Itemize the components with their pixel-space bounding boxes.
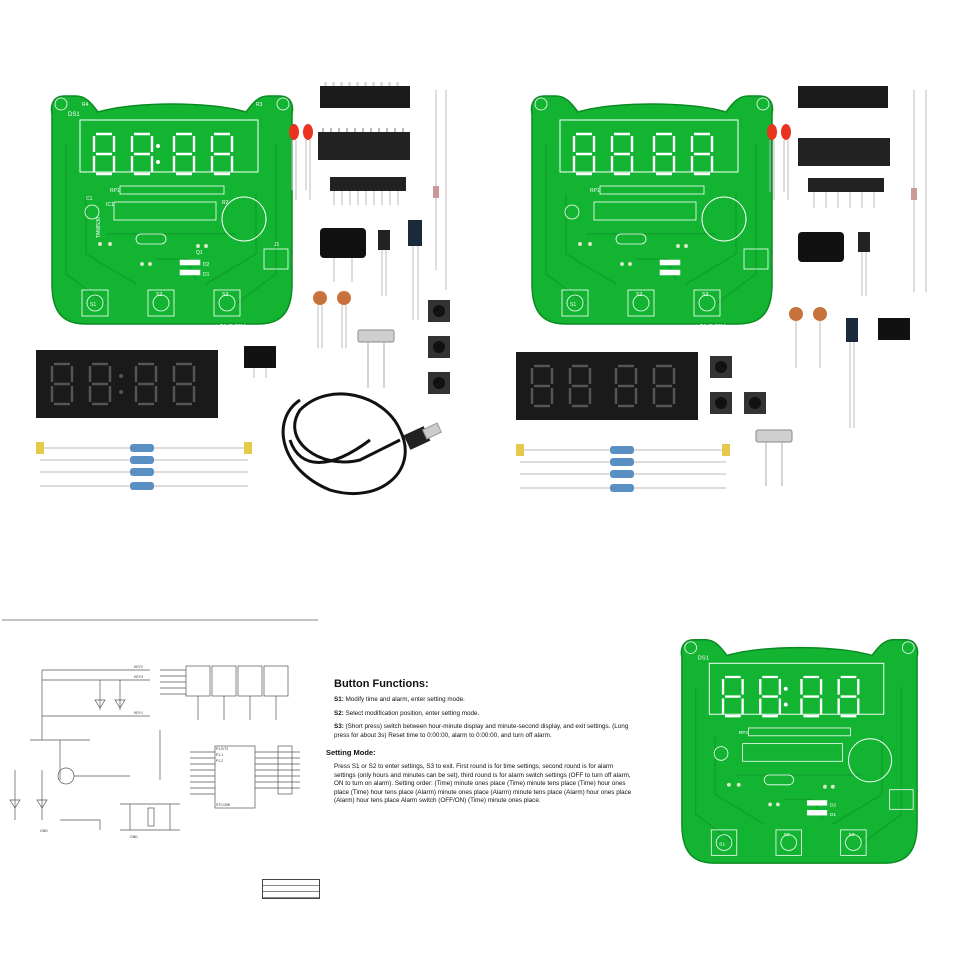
s1-key: S1: xyxy=(334,696,344,703)
c1-label: C1 xyxy=(86,196,93,202)
dc-jack xyxy=(244,346,276,378)
microcontroller-chip-2 xyxy=(798,138,890,166)
ds1-label-3: DS1 xyxy=(698,655,709,661)
electrolytic-capacitor-2 xyxy=(846,232,870,428)
microcontroller-chip xyxy=(318,128,410,160)
kit-photo-top-left: DS1 RP1 IC1 C1 R2 R4 R3 S1 S2 S3 TJ-45-8… xyxy=(0,0,480,500)
d2-label: D2 xyxy=(203,262,210,268)
s1-text: Modify time and alarm, enter setting mod… xyxy=(345,696,465,703)
red-leds-2 xyxy=(767,124,791,200)
ic1-label: IC1 xyxy=(106,202,114,208)
ic-socket-2 xyxy=(798,86,888,108)
tact-switches xyxy=(428,300,450,394)
s1-label-2: S1 xyxy=(570,302,576,308)
svg-text:STC15W: STC15W xyxy=(216,803,231,807)
diodes xyxy=(433,90,447,290)
dc-jack-2 xyxy=(878,318,910,340)
pcb-board: DS1 RP1 IC1 C1 R2 R4 R3 S1 S2 S3 TJ-45-8… xyxy=(50,95,294,330)
s3-label: S3 xyxy=(222,292,228,298)
model-label: TJ-45-831A xyxy=(220,324,247,330)
svg-text:P1.1: P1.1 xyxy=(216,753,223,757)
d1-label: D1 xyxy=(203,272,210,278)
assembled-pcb: DS1 RP1 S1 S2 S3 TJ-45-831A D2 D1 xyxy=(680,639,919,869)
svg-text:KEY1: KEY1 xyxy=(134,711,143,715)
d2-label-3: D2 xyxy=(830,802,837,808)
setting-mode-heading: Setting Mode: xyxy=(326,748,376,757)
four-digit-display-2 xyxy=(516,352,698,420)
svg-text:KEY3: KEY3 xyxy=(134,675,143,679)
s2-key: S2: xyxy=(334,709,344,717)
resistors xyxy=(36,442,252,490)
usb-cable xyxy=(281,392,443,496)
tact-switches-2 xyxy=(710,356,766,414)
r3-label: R3 xyxy=(256,102,263,108)
svg-text:P1.2: P1.2 xyxy=(216,759,223,763)
s3-label-3: S3 xyxy=(848,832,854,838)
s3-label-2: S3 xyxy=(702,292,708,298)
r4-label: R4 xyxy=(82,102,89,108)
side-text: TAN8530 xyxy=(96,217,102,238)
svg-text:GND: GND xyxy=(130,835,138,839)
rp1-label-3: RP1 xyxy=(739,730,749,736)
ceramic-capacitors-2 xyxy=(789,307,827,368)
diodes-2 xyxy=(911,90,927,292)
s2-text: Select modification position, enter sett… xyxy=(345,709,480,717)
s1-description: S1: Modify time and alarm, enter setting… xyxy=(334,696,634,705)
kit-photo-top-right: RP1 S1 S2 S3 TJ-45-831A xyxy=(480,0,960,500)
ceramic-capacitors xyxy=(313,291,351,348)
svg-text:GND: GND xyxy=(40,829,48,833)
electrolytic-capacitors xyxy=(378,220,422,320)
d1-label-3: D1 xyxy=(830,812,837,818)
schematic-title-block xyxy=(262,879,320,899)
s2-label: S2 xyxy=(156,292,162,298)
rp1-label: RP1 xyxy=(110,188,120,194)
resistor-network-2 xyxy=(808,178,884,208)
s3-description: S3: (Short press) switch between hour-mi… xyxy=(334,723,634,740)
s2-description: S2: Select modification position, enter … xyxy=(334,710,634,719)
s2-label-2: S2 xyxy=(636,292,642,298)
s2-label-3: S2 xyxy=(784,832,790,838)
s1-label: S1 xyxy=(90,302,96,308)
ic-socket xyxy=(320,82,410,108)
ds1-label: DS1 xyxy=(68,112,80,118)
button-functions-heading: Button Functions: xyxy=(334,678,429,690)
q1-label: Q1 xyxy=(196,250,203,256)
pcb-kit-illustration-2: RP1 S1 S2 S3 TJ-45-831A xyxy=(516,86,927,492)
svg-text:P1.0/T2: P1.0/T2 xyxy=(216,747,228,751)
setting-mode-text: Press S1 or S2 to enter settings, S3 to … xyxy=(334,763,632,804)
pcb-kit-illustration: DS1 RP1 IC1 C1 R2 R4 R3 S1 S2 S3 TJ-45-8… xyxy=(36,82,450,496)
four-digit-display xyxy=(36,350,218,418)
buzzer xyxy=(320,228,366,282)
pcb-board-2: RP1 S1 S2 S3 TJ-45-831A xyxy=(530,95,774,330)
j1-label: J1 xyxy=(274,242,280,248)
crystal-2 xyxy=(755,429,793,486)
svg-text:KEY2: KEY2 xyxy=(134,665,143,669)
red-leds xyxy=(289,124,313,200)
model-label-2: TJ-45-831A xyxy=(700,324,727,330)
resistors-2 xyxy=(516,444,730,492)
s3-key: S3: xyxy=(334,723,344,730)
s3-text: (Short press) switch between hour-minute… xyxy=(334,723,629,739)
assembled-pcb-photo: DS1 RP1 S1 S2 S3 TJ-45-831A D2 D1 xyxy=(660,624,920,874)
s1-label-3: S1 xyxy=(719,842,725,848)
r2-label: R2 xyxy=(222,200,229,206)
buzzer-2 xyxy=(798,232,844,262)
button-functions-text: Button Functions: S1: Modify time and al… xyxy=(326,678,634,811)
model-label-3: TJ-45-831A xyxy=(847,863,873,869)
resistor-network xyxy=(330,177,406,205)
rp1-label-2: RP1 xyxy=(590,188,600,194)
crystal xyxy=(357,329,395,388)
